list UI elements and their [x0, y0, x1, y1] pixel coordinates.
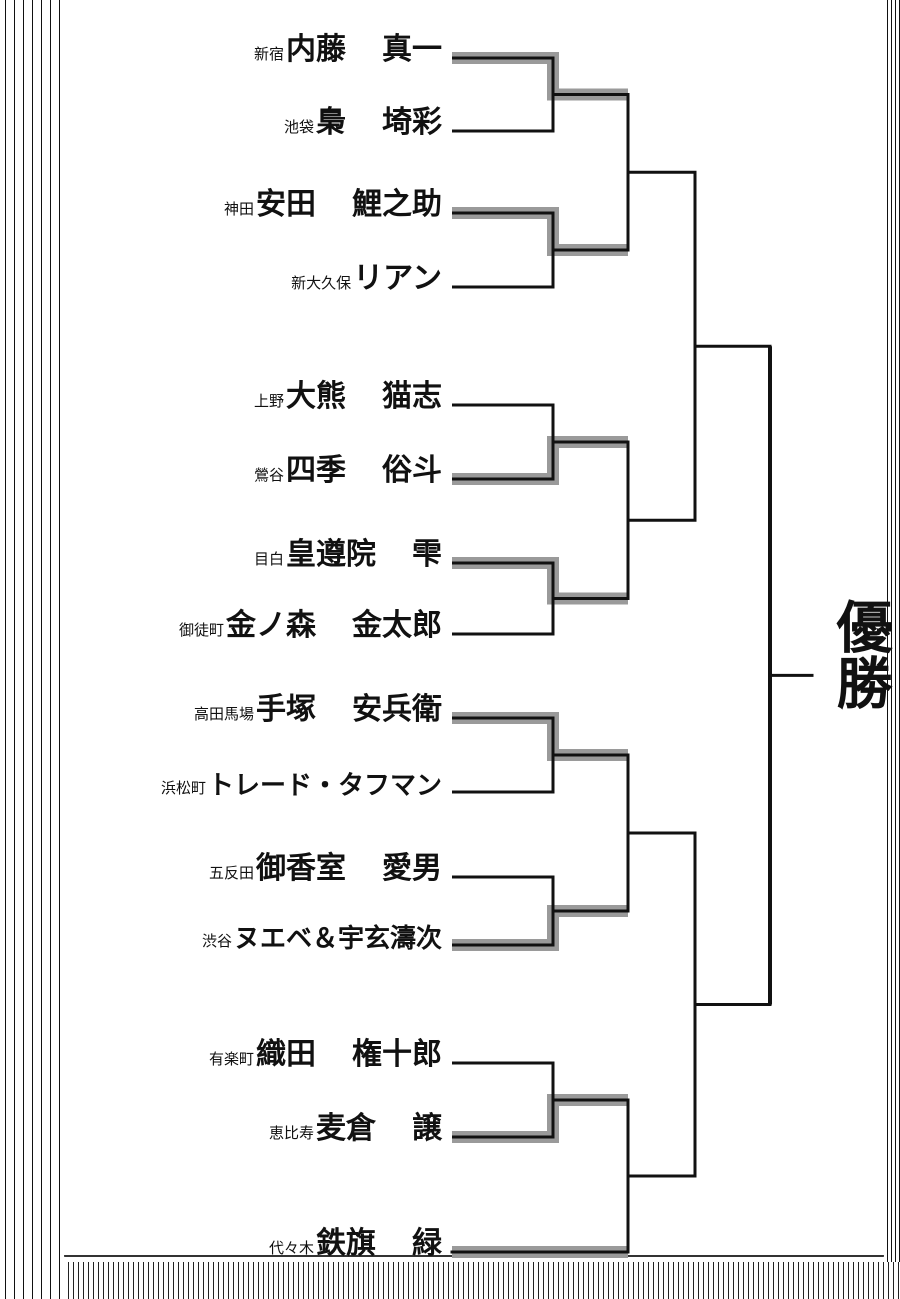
entrant-family-name: 梟 [316, 105, 346, 140]
winner-path-highlight [452, 557, 628, 605]
entrant-family-name: 手塚 [256, 692, 316, 727]
entrant-district: 神田 [223, 200, 254, 218]
winner-path-highlight [452, 52, 628, 101]
entrant-given-name: 雫 [412, 537, 442, 572]
entrant-district: 目白 [253, 550, 284, 568]
winner-path-highlight [452, 207, 628, 256]
entrant-given-name: 譲 [412, 1111, 442, 1146]
entrant-row: 五反田御香室 愛男 [209, 847, 442, 887]
entrant-district: 御徒町 [178, 621, 224, 639]
entrant-given-name: 安兵衛 [352, 692, 442, 727]
entrant-district: 浜松町 [160, 779, 206, 797]
entrant-district: 有楽町 [208, 1050, 254, 1068]
entrant-given-name: リアン [353, 261, 442, 296]
entrant-given-name: 金太郎 [352, 608, 442, 643]
entrant-district: 五反田 [208, 864, 254, 882]
entrant-family-name: 内藤 [286, 32, 346, 67]
entrant-district: 上野 [253, 392, 284, 410]
entrant-family-name: 麦倉 [316, 1111, 376, 1146]
entrant-row: 目白皇遵院 雫 [254, 533, 442, 573]
entrant-district: 鶯谷 [253, 466, 284, 484]
entrant-district: 恵比寿 [268, 1124, 314, 1142]
match-bracket [452, 875, 555, 947]
entrant-district: 池袋 [283, 118, 314, 136]
entrant-family-name: 鉄旗 [316, 1226, 376, 1261]
entrant-family-name: 安田 [256, 187, 316, 222]
entrant-given-name: 愛男 [382, 851, 442, 886]
entrant-given-name: 真一 [382, 32, 442, 67]
entrant-district: 代々木 [268, 1239, 314, 1257]
entrant-given-name: トレード・タフマン [207, 771, 442, 801]
entrant-district: 新大久保 [291, 274, 352, 292]
entrant-row: 浜松町トレード・タフマン [161, 762, 442, 802]
entrant-district: 新宿 [253, 45, 284, 63]
entrant-row: 鶯谷四季 俗斗 [254, 449, 442, 489]
winner-path-highlight [452, 905, 628, 951]
entrant-given-name: 鯉之助 [352, 187, 442, 222]
entrant-family-name: 大熊 [286, 379, 346, 414]
entrant-given-name: 俗斗 [382, 453, 442, 488]
entrant-given-name: ヌエベ＆宇玄濤次 [233, 924, 442, 954]
entrant-given-name: 猫志 [382, 379, 442, 414]
curtain-bottom-decoration [64, 1262, 900, 1299]
entrant-row: 御徒町金ノ森 金太郎 [179, 604, 442, 644]
entrant-row: 恵比寿麦倉 譲 [269, 1107, 442, 1147]
winner-path-highlight [452, 436, 628, 485]
match-bracket [452, 1061, 555, 1139]
curtain-right-decoration [884, 0, 900, 1299]
entrant-family-name: 金ノ森 [226, 608, 316, 643]
entrant-given-name: 埼彩 [382, 105, 442, 140]
match-bracket [452, 403, 555, 481]
entrant-row: 新大久保リアン [291, 257, 442, 297]
match-bracket [452, 56, 555, 133]
entrant-family-name: 皇遵院 [286, 537, 376, 572]
match-bracket [452, 211, 555, 289]
entrant-district: 高田馬場 [193, 705, 254, 723]
entrant-district: 渋谷 [201, 932, 232, 950]
winner-path-highlight [452, 1094, 628, 1143]
match-bracket [452, 561, 555, 636]
entrant-row: 上野大熊 猫志 [254, 375, 442, 415]
entrant-row: 代々木鉄旗 緑 [269, 1222, 442, 1262]
entrant-family-name: 四季 [286, 453, 346, 488]
entrant-family-name: 織田 [256, 1037, 316, 1072]
entrant-family-name: 御香室 [256, 851, 346, 886]
curtain-left-decoration [0, 0, 64, 1299]
entrant-row: 神田安田 鯉之助 [224, 183, 442, 223]
entrant-row: 池袋梟 埼彩 [284, 101, 442, 141]
entrant-given-name: 権十郎 [352, 1037, 442, 1072]
entrant-row: 有楽町織田 権十郎 [209, 1033, 442, 1073]
championship-label: 優勝 [827, 598, 893, 710]
entrant-given-name: 緑 [412, 1226, 442, 1261]
match-bracket [452, 716, 555, 794]
entrant-row: 新宿内藤 真一 [254, 28, 442, 68]
winner-path-highlight [452, 712, 628, 761]
entrant-row: 高田馬場手塚 安兵衛 [194, 688, 442, 728]
entrant-row: 渋谷ヌエベ＆宇玄濤次 [202, 915, 442, 955]
